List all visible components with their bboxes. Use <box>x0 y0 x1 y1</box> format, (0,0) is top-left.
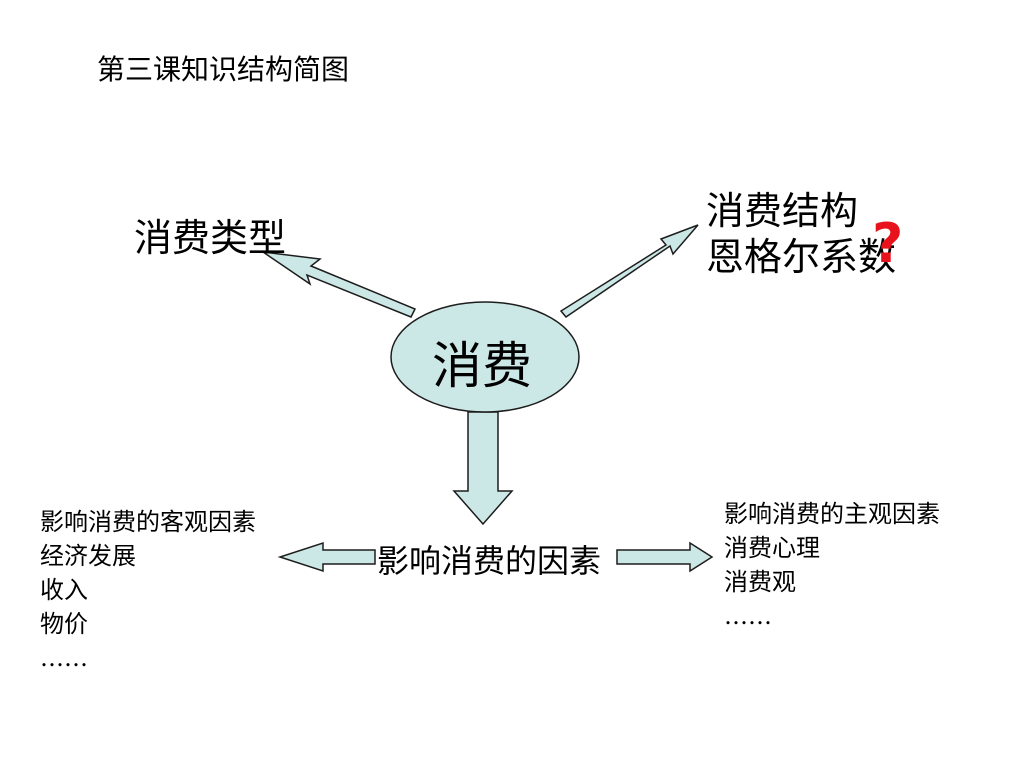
list-item: 物价 <box>40 610 88 638</box>
center-node-label: 消费 <box>432 337 532 395</box>
objective-factors-heading: 影响消费的客观因素 <box>40 508 256 536</box>
list-item: …… <box>724 602 772 630</box>
list-item: 收入 <box>40 576 88 604</box>
list-item: 消费心理 <box>724 534 820 562</box>
list-item: …… <box>40 644 88 672</box>
factors-label: 影响消费的因素 <box>377 542 602 580</box>
consumption-type-label: 消费类型 <box>134 216 287 260</box>
objective-factors-list: 影响消费的客观因素 经济发展 收入 物价 …… <box>40 505 256 675</box>
arrow-to-subjective-factors <box>616 541 714 573</box>
page-title: 第三课知识结构简图 <box>97 53 350 86</box>
arrow-to-consumption-type <box>262 251 417 318</box>
arrow-to-consumption-structure <box>559 224 699 319</box>
question-mark-icon: ? <box>872 212 904 275</box>
consumption-structure-label: 消费结构 <box>706 189 859 233</box>
list-item: 经济发展 <box>40 542 136 570</box>
consumption-structure-block: 消费结构 恩格尔系数 <box>706 188 896 280</box>
list-item: 消费观 <box>724 568 796 596</box>
arrow-to-objective-factors <box>277 541 376 573</box>
subjective-factors-heading: 影响消费的主观因素 <box>724 500 940 528</box>
arrow-to-factors <box>452 411 514 526</box>
subjective-factors-list: 影响消费的主观因素 消费心理 消费观 …… <box>724 497 940 633</box>
engel-coefficient-label: 恩格尔系数 <box>706 235 897 279</box>
center-ellipse <box>390 301 580 413</box>
